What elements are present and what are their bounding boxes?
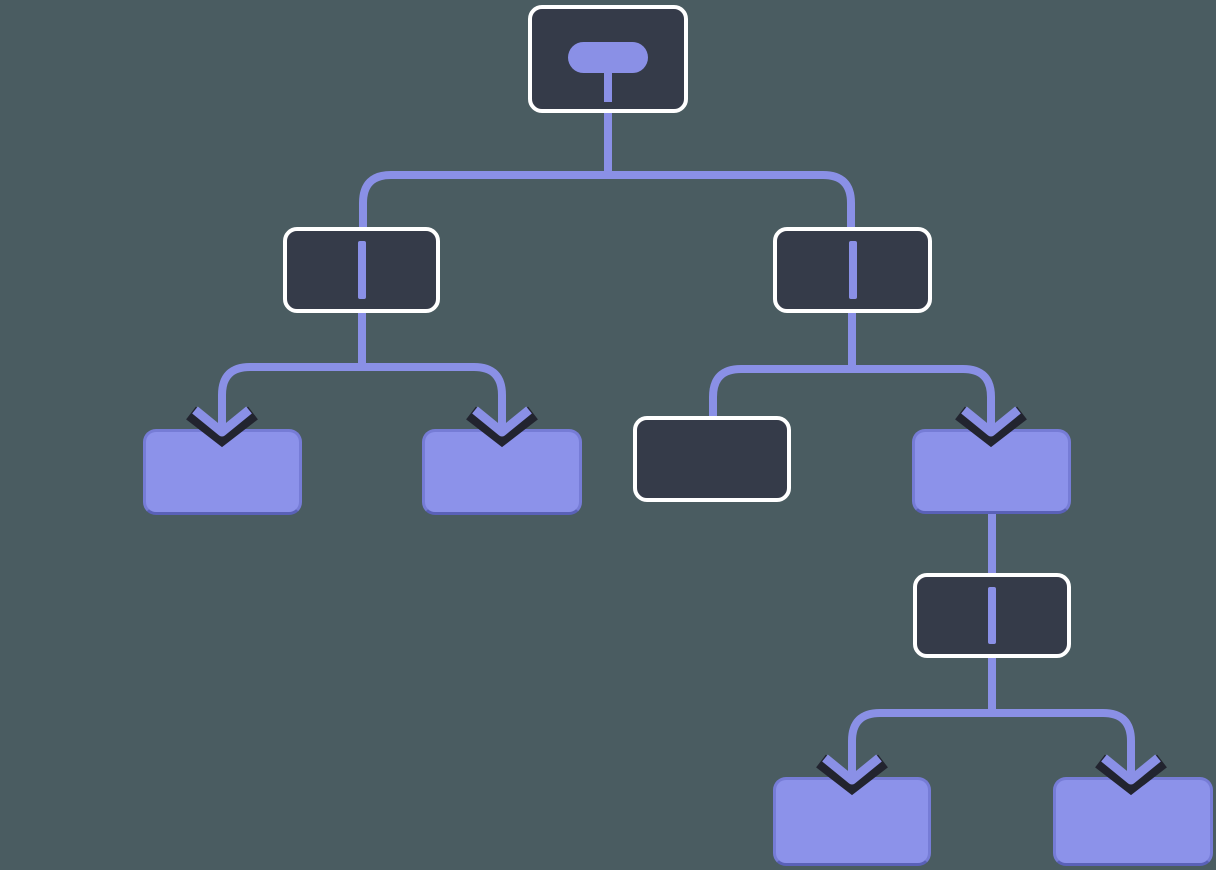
tree-node-level2-left[interactable] — [283, 227, 440, 313]
pass-through-line-icon — [848, 241, 857, 299]
root-stem-icon — [604, 69, 612, 102]
edge-to-level3-right-a — [709, 365, 852, 420]
root-pill-icon — [568, 42, 648, 73]
pass-through-line-icon — [988, 587, 996, 644]
edge-to-level5-b — [992, 709, 1135, 778]
tree-node-level2-right[interactable] — [773, 227, 932, 313]
tree-node-level4[interactable] — [913, 573, 1071, 658]
tree-node-level3-left-b[interactable] — [422, 429, 582, 515]
tree-node-level3-left-a[interactable] — [143, 429, 302, 515]
tree-node-level3-right-b[interactable] — [912, 429, 1071, 514]
pass-through-line-icon — [357, 241, 366, 299]
tree-node-level5-b[interactable] — [1053, 777, 1213, 866]
edge-to-level3-left-a — [218, 363, 362, 430]
tree-node-root[interactable] — [528, 5, 688, 113]
tree-node-level3-right-a[interactable] — [633, 416, 791, 502]
tree-node-level5-a[interactable] — [773, 777, 931, 866]
edge-to-level5-a — [848, 709, 992, 778]
edge-to-level3-right-b — [852, 365, 995, 430]
edge-to-level3-left-b — [362, 363, 506, 430]
